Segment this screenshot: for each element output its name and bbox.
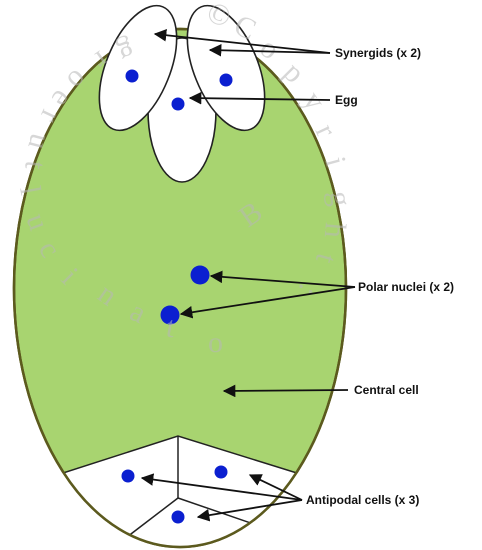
antipodal-nucleus-bottom	[172, 511, 185, 524]
egg-label: Egg	[335, 93, 358, 107]
watermark-char: o	[208, 326, 223, 359]
antipodal-nucleus-right	[215, 466, 228, 479]
central-cell-arrow	[224, 390, 348, 391]
watermark-copyright-char: r	[309, 119, 343, 142]
synergid-left-nucleus	[126, 70, 139, 83]
antipodal-cells-label: Antipodal cells (x 3)	[306, 493, 419, 507]
watermark-copyright-char: g	[323, 190, 357, 208]
polar-nuclei-label: Polar nuclei (x 2)	[358, 280, 454, 294]
egg-nucleus	[172, 98, 185, 111]
polar-nucleus-upper	[191, 266, 210, 285]
watermark-copyright-char: h	[318, 221, 352, 239]
synergids-label: Synergids (x 2)	[335, 46, 421, 60]
synergid-right-nucleus	[220, 74, 233, 87]
central-cell-label: Central cell	[354, 383, 419, 397]
antipodal-nucleus-left	[122, 470, 135, 483]
